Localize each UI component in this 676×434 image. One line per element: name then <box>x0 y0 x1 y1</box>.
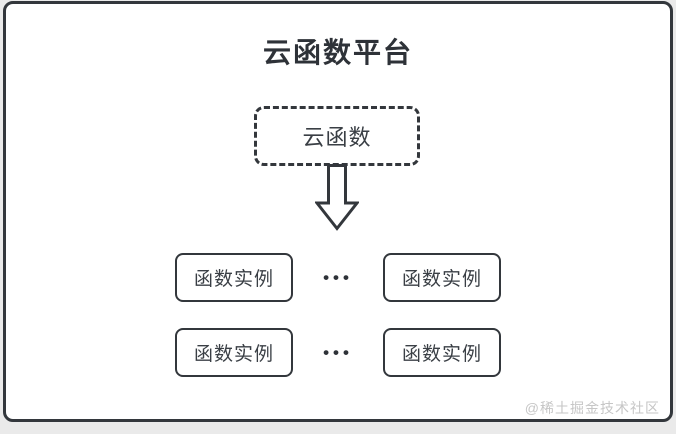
cloud-function-node: 云函数 <box>254 106 420 166</box>
function-instance-label: 函数实例 <box>193 344 274 365</box>
watermark-text: @稀土掘金技术社区 <box>524 400 660 416</box>
ellipsis-dots: ••• <box>323 343 353 362</box>
function-instance-label: 函数实例 <box>401 269 482 290</box>
function-instance-label: 函数实例 <box>193 269 274 290</box>
cloud-function-label: 云函数 <box>302 125 372 150</box>
down-arrow-icon <box>315 164 359 231</box>
function-instance-node: 函数实例 <box>175 328 293 377</box>
function-instance-label: 函数实例 <box>401 344 482 365</box>
ellipsis-dots: ••• <box>323 268 353 287</box>
diagram-title: 云函数平台 <box>262 37 413 68</box>
function-instance-node: 函数实例 <box>383 253 501 302</box>
function-instance-node: 函数实例 <box>383 328 501 377</box>
function-instance-node: 函数实例 <box>175 253 293 302</box>
